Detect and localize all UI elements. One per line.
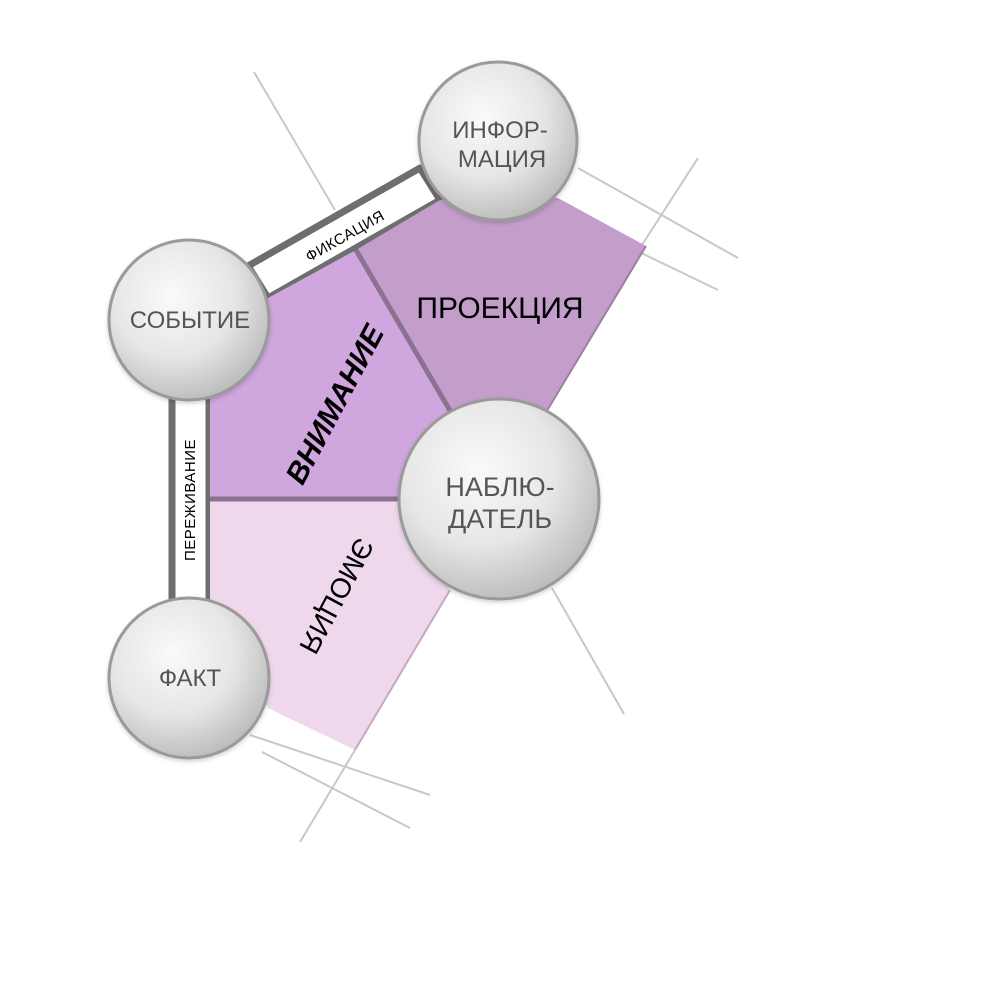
guide-line-top-right-a	[577, 167, 739, 259]
node-fakt: ФАКТ	[107, 596, 271, 760]
node-informatsiya-line1: ИНФОР-	[452, 117, 548, 144]
node-nablyudatel-circle	[397, 397, 601, 601]
band-perezhivanie-label: ПЕРЕЖИВАНИЕ	[182, 439, 199, 561]
guide-line-top-left	[253, 71, 336, 211]
node-nablyudatel-line2: ДАТЕЛЬ	[448, 504, 552, 534]
node-sobytie: СОБЫТИЕ	[107, 238, 271, 402]
guide-line-bottom-b	[261, 751, 411, 829]
node-informatsiya-circle	[417, 60, 579, 222]
node-nablyudatel-line1: НАБЛЮ-	[445, 472, 554, 502]
node-fakt-circle	[107, 596, 271, 760]
region-proektsiya	[356, 190, 646, 412]
node-sobytie-label: СОБЫТИЕ	[130, 307, 250, 334]
guide-line-top-right-c	[639, 157, 699, 249]
region-edge-proektsiya	[544, 245, 647, 415]
guide-line-bottom-c	[299, 749, 356, 843]
node-informatsiya-line2: МАЦИЯ	[458, 146, 546, 173]
guide-line-bottom-right	[551, 587, 625, 715]
node-sobytie-circle	[107, 238, 271, 402]
region-edge-emotsiya	[354, 589, 451, 751]
node-informatsiya: ИНФОР- МАЦИЯ	[417, 60, 579, 222]
node-nablyudatel: НАБЛЮ- ДАТЕЛЬ	[397, 397, 601, 601]
region-divider-a	[353, 248, 455, 416]
node-fakt-label: ФАКТ	[159, 665, 222, 692]
band-perezhivanie: ПЕРЕЖИВАНИЕ	[168, 392, 213, 608]
guide-line-bottom-a	[249, 734, 431, 796]
band-fiksatsiya: ФИКСАЦИЯ	[244, 164, 444, 302]
region-emotsiya	[210, 499, 450, 750]
region-proektsiya-label: ПРОЕКЦИЯ	[416, 292, 583, 325]
